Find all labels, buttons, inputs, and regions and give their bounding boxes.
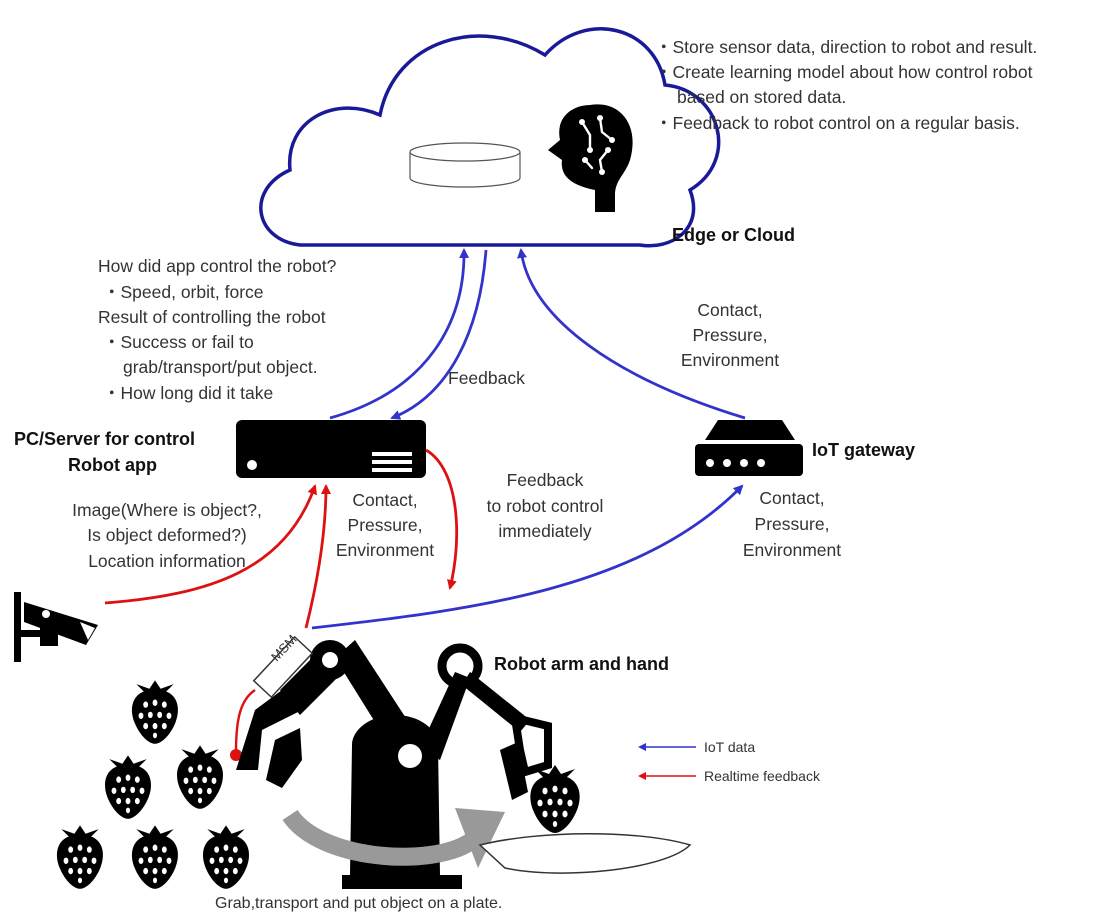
- camera-info-2: Is object deformed?): [87, 525, 247, 545]
- app-report-2: ・Speed, orbit, force: [103, 282, 264, 302]
- wire-sensor-to-gripper: [234, 689, 256, 753]
- gateway-uplink-2: Pressure,: [692, 325, 768, 345]
- realtime-feedback-2: to robot control: [486, 496, 604, 516]
- legend-iot-label: IoT data: [704, 739, 756, 755]
- cloud-note-4: ・Feedback to robot control on a regular …: [655, 113, 1020, 133]
- server-label-1: PC/Server for control: [14, 429, 196, 449]
- database-icon: [409, 142, 521, 188]
- realtime-feedback-3: immediately: [498, 521, 592, 541]
- app-report-1: How did app control the robot?: [98, 256, 337, 276]
- camera-icon: [14, 592, 98, 662]
- gateway-uplink-1: Contact,: [697, 300, 763, 320]
- strawberry-icon: [132, 825, 178, 889]
- cloud-note-2: ・Create learning model about how control…: [655, 62, 1033, 82]
- app-report-6: ・How long did it take: [103, 383, 274, 403]
- legend: [638, 743, 696, 780]
- strawberry-icon: [530, 765, 580, 833]
- arrow-gateway-to-cloud: [517, 248, 746, 420]
- cloud-note-3: based on stored data.: [677, 87, 847, 107]
- realtime-feedback-1: Feedback: [506, 470, 584, 490]
- app-report-4: ・Success or fail to: [103, 332, 254, 352]
- strawberry-icon: [57, 825, 103, 889]
- app-report-5: grab/transport/put object.: [123, 357, 318, 377]
- server-inlink-2: Pressure,: [347, 515, 423, 535]
- gateway-uplink-3: Environment: [680, 350, 780, 370]
- arrow-sensor-to-gateway: [311, 484, 744, 630]
- iot-gateway-icon: [695, 420, 803, 476]
- caption: Grab,transport and put object on a plate…: [215, 895, 503, 912]
- red-sensor-dot: [230, 749, 242, 761]
- arrow-server-to-robot-feedback: [425, 448, 459, 590]
- msm-sensor-box: [252, 635, 314, 699]
- ai-head-icon: [548, 104, 633, 212]
- arrow-camera-to-server: [104, 484, 318, 605]
- robot-label: Robot arm and hand: [494, 654, 669, 674]
- gateway-inlink-2: Pressure,: [754, 514, 830, 534]
- robot-arm-icon: [236, 640, 552, 889]
- cloud-label: Edge or Cloud: [672, 225, 795, 245]
- gateway-inlink-3: Environment: [742, 540, 842, 560]
- strawberry-icon: [105, 755, 151, 819]
- arrow-sensor-to-server: [304, 484, 331, 629]
- cloud-note-1: ・Store sensor data, direction to robot a…: [655, 37, 1038, 57]
- gateway-label: IoT gateway: [812, 440, 916, 460]
- arrow-server-to-cloud: [329, 248, 470, 420]
- transport-arrow: [282, 808, 505, 868]
- server-inlink-3: Environment: [335, 540, 435, 560]
- app-report-3: Result of controlling the robot: [98, 307, 326, 327]
- cloud-shape: [259, 27, 721, 248]
- strawberry-icon: [203, 825, 249, 889]
- plate-icon: [478, 833, 692, 874]
- arrow-cloud-feedback-to-server: [390, 249, 488, 420]
- camera-info-1: Image(Where is object?,: [72, 500, 262, 520]
- gateway-inlink-1: Contact,: [759, 488, 825, 508]
- server-inlink-1: Contact,: [352, 490, 418, 510]
- server-label-2: Robot app: [68, 455, 157, 475]
- camera-info-3: Location information: [88, 551, 246, 571]
- server-icon: [236, 420, 426, 478]
- legend-realtime-label: Realtime feedback: [704, 768, 820, 784]
- feedback-label: Feedback: [448, 368, 525, 388]
- strawberry-icon: [177, 745, 223, 809]
- strawberry-icon: [132, 680, 178, 744]
